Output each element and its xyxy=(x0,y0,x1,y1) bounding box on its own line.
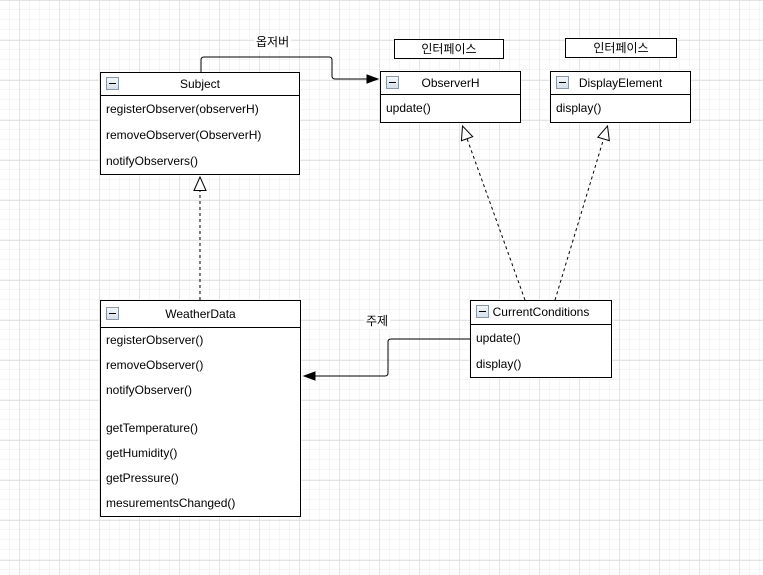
class-weatherdata-title-bar: WeatherData xyxy=(101,301,300,328)
class-observerh[interactable]: ObserverH update() xyxy=(380,71,521,123)
class-currentconditions-title-bar: CurrentConditions xyxy=(471,301,611,325)
class-displayelement-title-bar: DisplayElement xyxy=(551,72,690,95)
method-row: display() xyxy=(556,101,602,115)
class-currentconditions[interactable]: CurrentConditions update() display() xyxy=(470,300,612,378)
collapse-icon[interactable] xyxy=(106,77,119,90)
method-row: update() xyxy=(476,331,521,345)
method-row: update() xyxy=(386,101,431,115)
method-row: notifyObservers() xyxy=(106,154,199,168)
class-subject[interactable]: Subject registerObserver(observerH) remo… xyxy=(100,72,300,175)
collapse-icon[interactable] xyxy=(386,76,399,89)
class-observerh-title-bar: ObserverH xyxy=(381,72,520,95)
class-title: DisplayElement xyxy=(578,76,663,90)
interface-tag-displayelement[interactable]: 인터페이스 xyxy=(565,38,677,58)
method-row: getPressure() xyxy=(106,471,179,485)
edge-label-observer[interactable]: 옵저버 xyxy=(254,35,292,50)
class-subject-title-bar: Subject xyxy=(101,73,299,96)
method-row: mesurementsChanged() xyxy=(106,496,236,510)
class-title: CurrentConditions xyxy=(492,305,590,319)
edge-currentconditions-implements-observerh[interactable] xyxy=(460,124,526,301)
method-row: display() xyxy=(476,357,522,371)
collapse-icon[interactable] xyxy=(476,305,489,318)
method-row: notifyObserver() xyxy=(106,383,193,397)
class-displayelement[interactable]: DisplayElement display() xyxy=(550,71,691,123)
edge-currentconditions-to-weatherdata[interactable] xyxy=(304,338,470,376)
edge-subject-to-observerh[interactable] xyxy=(200,56,378,79)
method-group-spacer xyxy=(101,403,300,416)
method-row: removeObserver(ObserverH) xyxy=(106,128,262,142)
edge-label-subject[interactable]: 주제 xyxy=(364,314,391,329)
method-row: getHumidity() xyxy=(106,446,178,460)
collapse-icon[interactable] xyxy=(106,307,119,320)
class-weatherdata[interactable]: WeatherData registerObserver() removeObs… xyxy=(100,300,301,517)
method-row: removeObserver() xyxy=(106,358,204,372)
method-row: registerObserver(observerH) xyxy=(106,102,259,116)
method-row: registerObserver() xyxy=(106,333,204,347)
method-row: getTemperature() xyxy=(106,421,199,435)
class-title: ObserverH xyxy=(421,76,480,90)
class-title: WeatherData xyxy=(165,307,236,321)
edge-currentconditions-implements-displayelement[interactable] xyxy=(554,124,610,301)
collapse-icon[interactable] xyxy=(556,76,569,89)
class-title: Subject xyxy=(179,77,221,91)
interface-tag-observerh[interactable]: 인터페이스 xyxy=(394,39,504,59)
